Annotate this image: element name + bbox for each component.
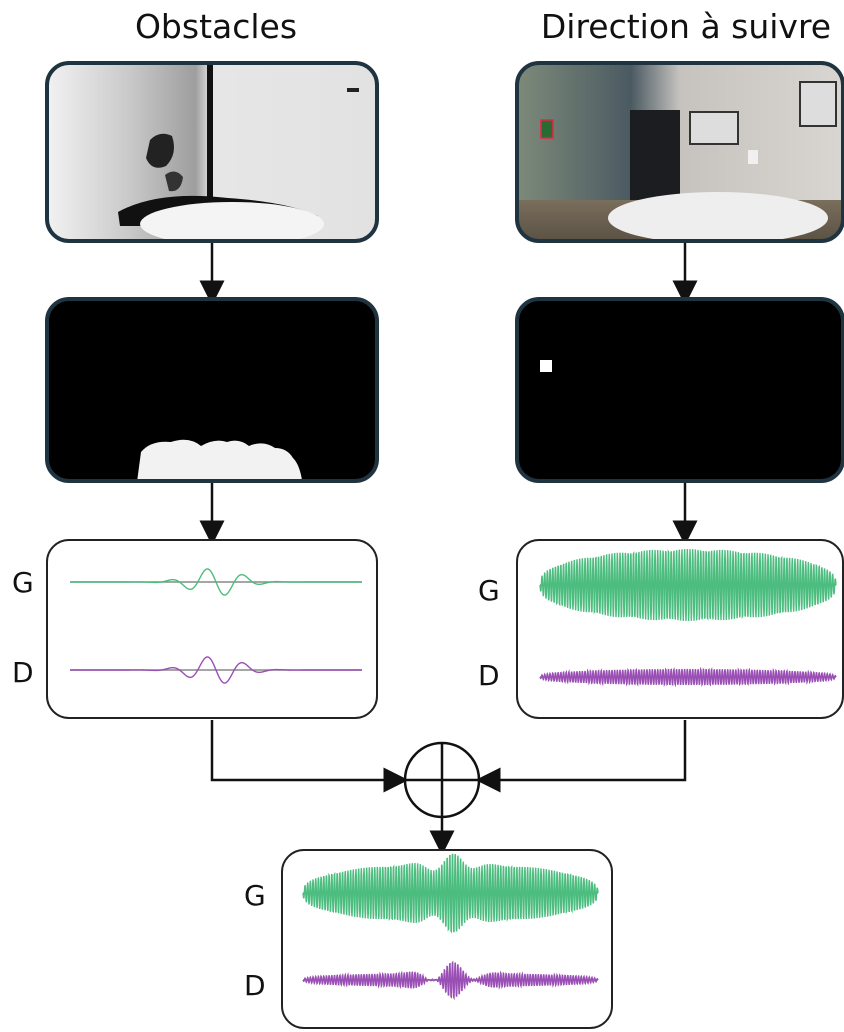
combined-audio-panel: G D xyxy=(244,849,613,1029)
obstacle-right-waveform xyxy=(70,656,362,684)
combined-left-waveform xyxy=(302,853,599,934)
left-channel-label: G xyxy=(12,566,34,599)
direction-audio-panel: G D xyxy=(478,539,844,719)
left-channel-label: G xyxy=(244,879,266,912)
target-marker xyxy=(540,360,552,372)
obstacles-title: Obstacles xyxy=(135,7,297,46)
connector-direction-to-sum xyxy=(475,720,687,793)
obstacle-audio-panel: G D xyxy=(12,539,378,719)
depth-image-panel xyxy=(45,61,379,243)
left-channel-label: G xyxy=(478,574,500,607)
connector-obstacle-to-sum xyxy=(210,720,409,793)
circle-plus-icon xyxy=(403,741,481,819)
obstacle-left-waveform xyxy=(70,568,362,596)
right-channel-label: D xyxy=(12,656,34,689)
direction-title: Direction à suivre xyxy=(541,7,831,46)
direction-left-waveform xyxy=(539,548,837,622)
rgb-photo-panel xyxy=(515,61,844,243)
direction-right-waveform xyxy=(539,666,837,688)
target-mask-panel xyxy=(515,297,844,483)
obstacle-mask-panel xyxy=(45,297,379,483)
right-channel-label: D xyxy=(244,969,266,1002)
combined-right-waveform xyxy=(302,960,599,1001)
right-channel-label: D xyxy=(478,659,500,692)
